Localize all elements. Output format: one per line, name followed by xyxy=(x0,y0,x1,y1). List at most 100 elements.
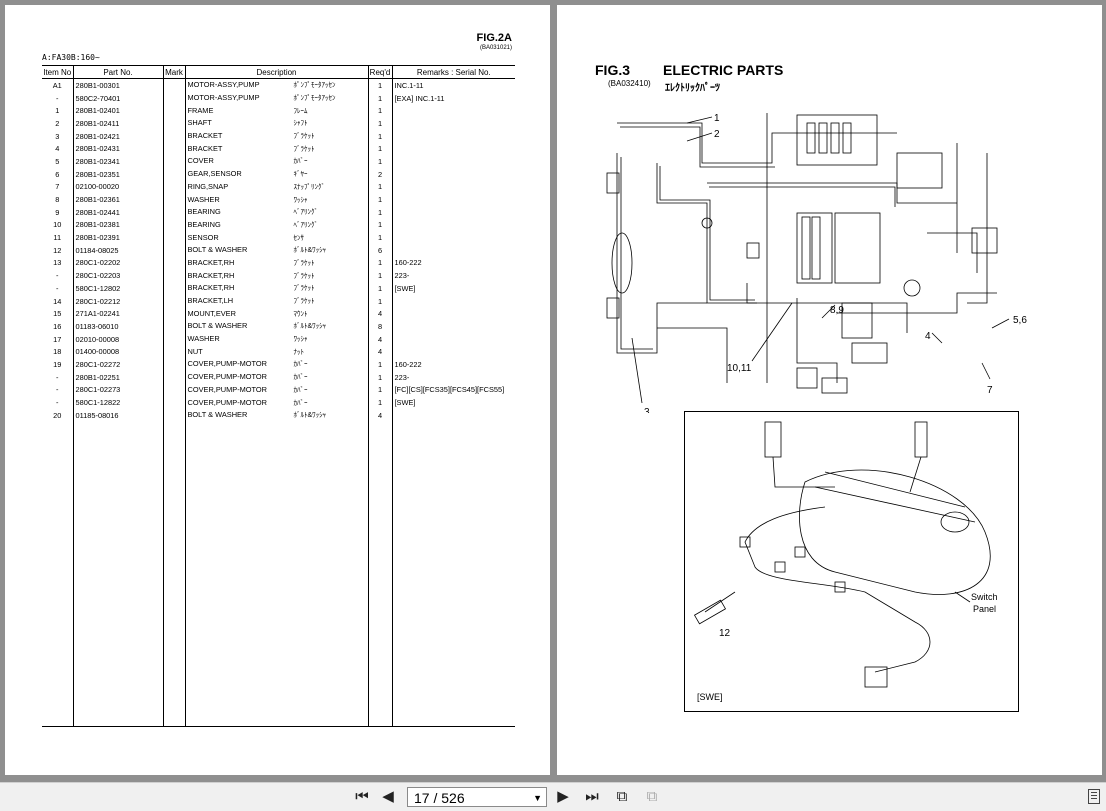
callout-12: 12 xyxy=(719,628,731,639)
part-no: 280B1-02401 xyxy=(72,104,163,118)
description-en: BRACKET xyxy=(187,143,223,153)
quantity: 1 xyxy=(367,180,392,194)
quantity: 1 xyxy=(367,231,392,244)
description-en: SHAFT xyxy=(187,118,212,128)
description-jp: ｶﾊﾞｰ xyxy=(293,361,308,369)
part-no: 580C1-12822 xyxy=(72,396,163,409)
callout-8-9: 8,9 xyxy=(830,305,844,316)
description-en: WASHER xyxy=(187,194,220,204)
description-jp: ﾌﾞﾗｹｯﾄ xyxy=(293,133,315,141)
remarks xyxy=(391,180,515,194)
remarks: INC.1-11 xyxy=(391,78,515,92)
mark xyxy=(162,180,185,194)
right-document-page: FIG.3 ELECTRIC PARTS (BA032410) ｴﾚｸﾄﾘｯｸﾊ… xyxy=(557,5,1102,775)
quantity: 1 xyxy=(367,282,392,295)
mark xyxy=(162,104,185,118)
mark xyxy=(162,78,185,92)
previous-page-button[interactable]: ◀ xyxy=(378,788,398,806)
description-jp: ﾌﾞﾗｹｯﾄ xyxy=(293,259,315,267)
description-jp: ﾏｳﾝﾄ xyxy=(293,310,308,318)
double-page-icon: ⧉ xyxy=(646,788,658,805)
description-en: BEARING xyxy=(187,207,221,217)
mark xyxy=(162,167,185,181)
description-jp: ｶﾊﾞｰ xyxy=(293,158,308,166)
next-page-button[interactable]: ▶ xyxy=(553,788,573,806)
quantity: 1 xyxy=(367,193,392,206)
control-panel-drawing: 12 Switch Panel xyxy=(693,421,998,688)
description-jp: ﾌﾞﾗｹｯﾄ xyxy=(293,298,315,306)
mark xyxy=(162,307,185,321)
part-no: 280C1-02273 xyxy=(72,383,163,397)
single-page-view-button[interactable]: ⧉ xyxy=(612,788,632,806)
double-page-view-button[interactable]: ⧉ xyxy=(642,788,662,806)
wire-harness xyxy=(616,113,997,383)
description-en: BOLT & WASHER xyxy=(187,245,248,255)
description-jp: ｶﾊﾞｰ xyxy=(293,374,308,382)
part-no: 280B1-02251 xyxy=(72,370,163,384)
fig-label: FIG.3 xyxy=(595,62,631,78)
last-page-button[interactable]: ⏭ xyxy=(582,788,602,806)
callout-2: 2 xyxy=(714,129,720,140)
item-no: 19 xyxy=(53,359,62,369)
quantity: 1 xyxy=(367,370,392,384)
callout-7: 7 xyxy=(987,385,993,396)
leader-lines xyxy=(631,116,1010,404)
item-no: 3 xyxy=(55,131,60,141)
description-jp: ﾜｯｼｬ xyxy=(293,336,308,344)
item-no: 2 xyxy=(55,118,60,128)
part-no: 280B1-02361 xyxy=(72,193,163,206)
mark xyxy=(162,193,185,206)
description-jp: ﾌﾞﾗｹｯﾄ xyxy=(293,272,315,280)
mark xyxy=(162,345,185,359)
description-jp: ｶﾊﾞｰ xyxy=(293,399,308,407)
remarks xyxy=(391,218,515,232)
item-no: - xyxy=(56,385,59,395)
quantity: 1 xyxy=(367,269,392,282)
item-no: - xyxy=(56,283,59,293)
description-jp: ﾅｯﾄ xyxy=(293,348,305,356)
remarks xyxy=(391,167,515,181)
remarks: 160-222 xyxy=(391,358,515,371)
remarks xyxy=(391,129,515,143)
quantity: 1 xyxy=(367,142,392,156)
description-en: BOLT & WASHER xyxy=(187,410,248,420)
triangle-left-icon: ◀ xyxy=(382,788,394,805)
description-en: MOUNT,EVER xyxy=(187,308,236,318)
description-en: COVER,PUMP-MOTOR xyxy=(187,384,268,394)
first-page-button[interactable]: ⏮ xyxy=(352,788,372,806)
menu-icon xyxy=(1089,792,1099,799)
part-no: 280C1-02272 xyxy=(72,358,163,371)
quantity: 1 xyxy=(367,117,392,130)
description-jp: ｾﾝｻ xyxy=(293,234,305,242)
item-no: 6 xyxy=(55,169,60,179)
description-jp: ﾎﾟﾝﾌﾟﾓｰﾀｱｯｾﾝ xyxy=(293,82,336,90)
part-no: 271A1-02241 xyxy=(72,307,163,321)
mark xyxy=(162,358,185,371)
page-selector[interactable]: 17 / 526 ▼ xyxy=(407,787,547,807)
description-en: BRACKET,LH xyxy=(187,296,234,306)
quantity: 1 xyxy=(367,155,392,168)
remarks: [EXA] INC.1-11 xyxy=(391,91,515,105)
menu-button[interactable] xyxy=(1088,789,1100,804)
description-en: FRAME xyxy=(187,105,214,115)
mark xyxy=(162,269,185,282)
